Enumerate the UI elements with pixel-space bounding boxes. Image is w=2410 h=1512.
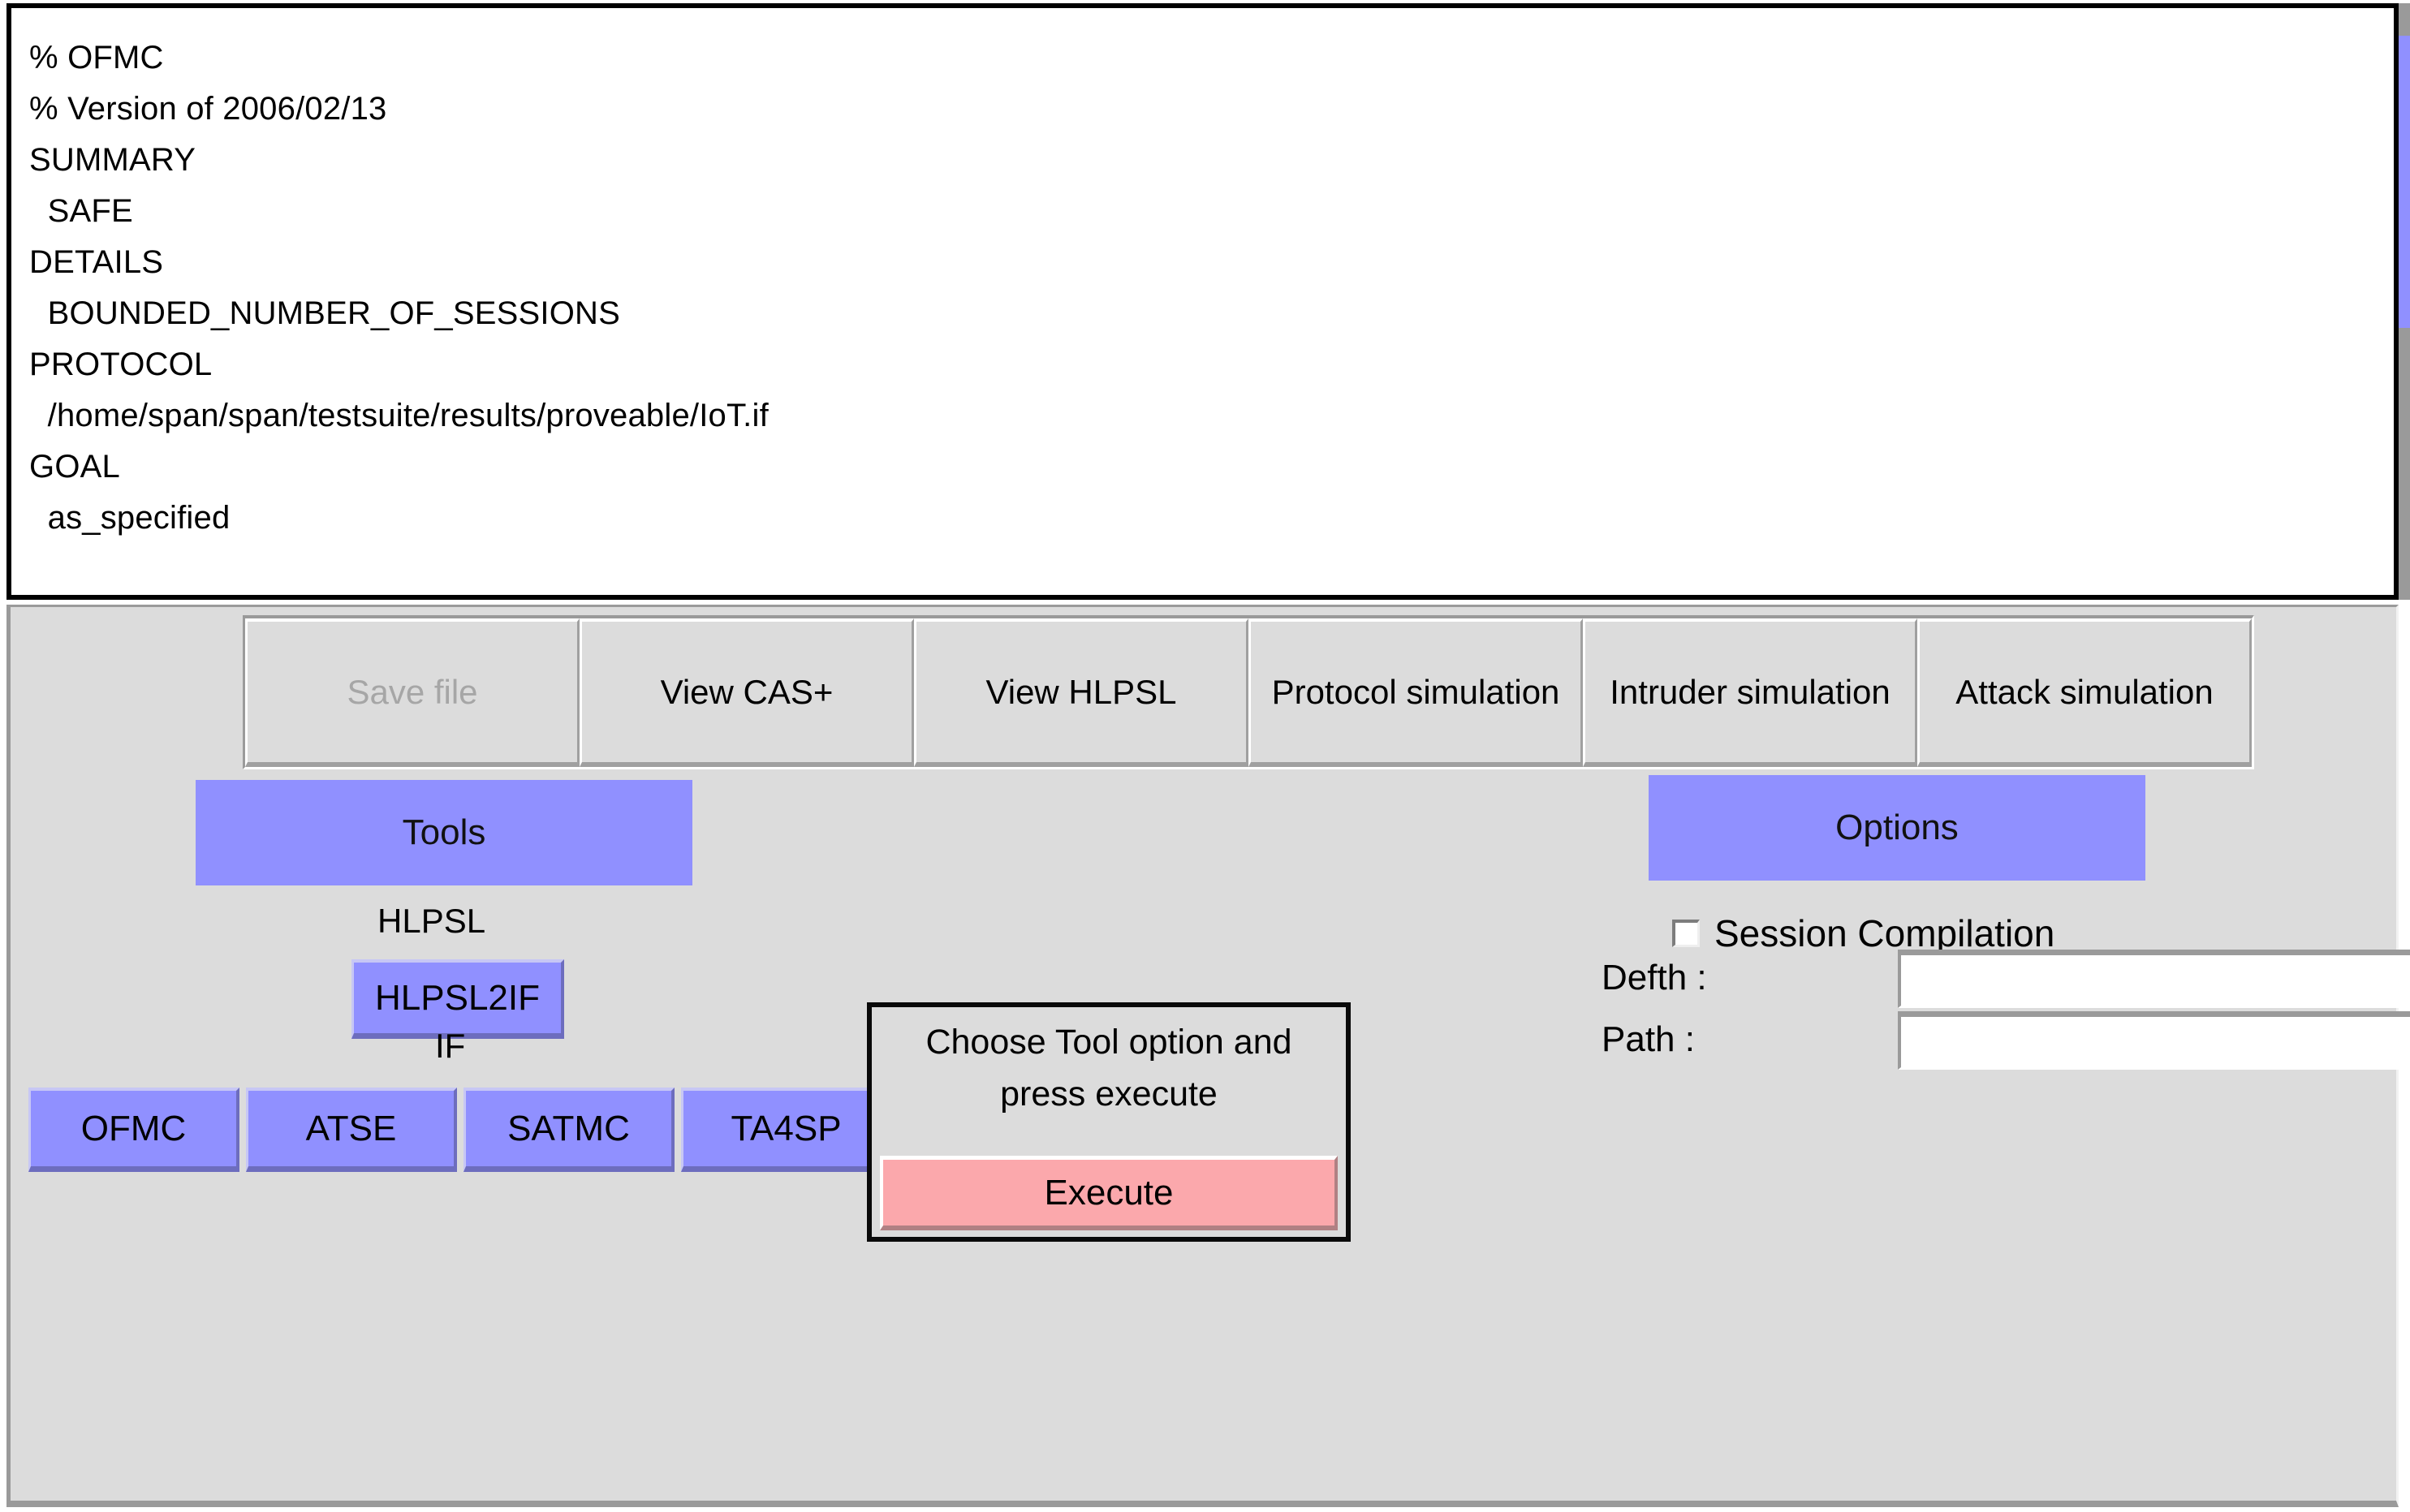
hlpsl-label: HLPSL: [377, 902, 486, 940]
intruder-simulation-button[interactable]: Intruder simulation: [1583, 618, 1917, 767]
view-hlpsl-button[interactable]: View HLPSL: [914, 618, 1248, 767]
protocol-simulation-button[interactable]: Protocol simulation: [1248, 618, 1583, 767]
view-cas-plus-button[interactable]: View CAS+: [580, 618, 914, 767]
options-section-header[interactable]: Options: [1649, 775, 2145, 881]
output-line: SAFE: [29, 193, 133, 229]
output-line: % OFMC: [29, 40, 164, 75]
execute-group-box: Choose Tool option and press execute Exe…: [867, 1002, 1351, 1242]
toolbar: Save file View CAS+ View HLPSL Protocol …: [243, 615, 2254, 769]
ta4sp-button[interactable]: TA4SP: [681, 1088, 892, 1172]
depth-label: Defth :: [1602, 958, 1707, 997]
checkbox-icon[interactable]: [1672, 920, 1700, 947]
output-line: BOUNDED_NUMBER_OF_SESSIONS: [29, 295, 620, 331]
path-label: Path :: [1602, 1019, 1695, 1059]
session-compilation-label: Session Compilation: [1714, 912, 2055, 954]
output-scrollbar-thumb[interactable]: [2399, 36, 2410, 328]
if-label: IF: [435, 1027, 466, 1065]
tools-section-header[interactable]: Tools: [196, 780, 692, 885]
path-input[interactable]: [1898, 1011, 2410, 1070]
ofmc-button[interactable]: OFMC: [28, 1088, 239, 1172]
execute-button[interactable]: Execute: [880, 1156, 1338, 1230]
output-line: % Version of 2006/02/13: [29, 91, 387, 127]
output-line: GOAL: [29, 449, 120, 485]
save-file-button[interactable]: Save file: [245, 618, 580, 767]
output-line: DETAILS: [29, 244, 164, 280]
analysis-output-area[interactable]: % OFMC % Version of 2006/02/13 SUMMARY S…: [6, 3, 2399, 600]
hlpsl2if-button[interactable]: HLPSL2IF: [351, 959, 564, 1039]
attack-simulation-button[interactable]: Attack simulation: [1917, 618, 2252, 767]
depth-input[interactable]: [1898, 950, 2410, 1008]
atse-button[interactable]: ATSE: [246, 1088, 457, 1172]
control-panel: Save file View CAS+ View HLPSL Protocol …: [6, 605, 2410, 1507]
execute-instruction-line2: press execute: [1000, 1075, 1218, 1114]
execute-instruction-line1: Choose Tool option and: [925, 1023, 1292, 1062]
output-scrollbar[interactable]: [2399, 3, 2410, 600]
session-compilation-checkbox-row[interactable]: Session Compilation: [1672, 911, 2054, 955]
output-line: as_specified: [29, 500, 231, 536]
satmc-button[interactable]: SATMC: [463, 1088, 675, 1172]
analysis-output-text: % OFMC % Version of 2006/02/13 SUMMARY S…: [11, 8, 2394, 595]
output-line: SUMMARY: [29, 142, 196, 178]
output-line: /home/span/span/testsuite/results/provea…: [29, 398, 769, 433]
output-line: PROTOCOL: [29, 347, 213, 382]
